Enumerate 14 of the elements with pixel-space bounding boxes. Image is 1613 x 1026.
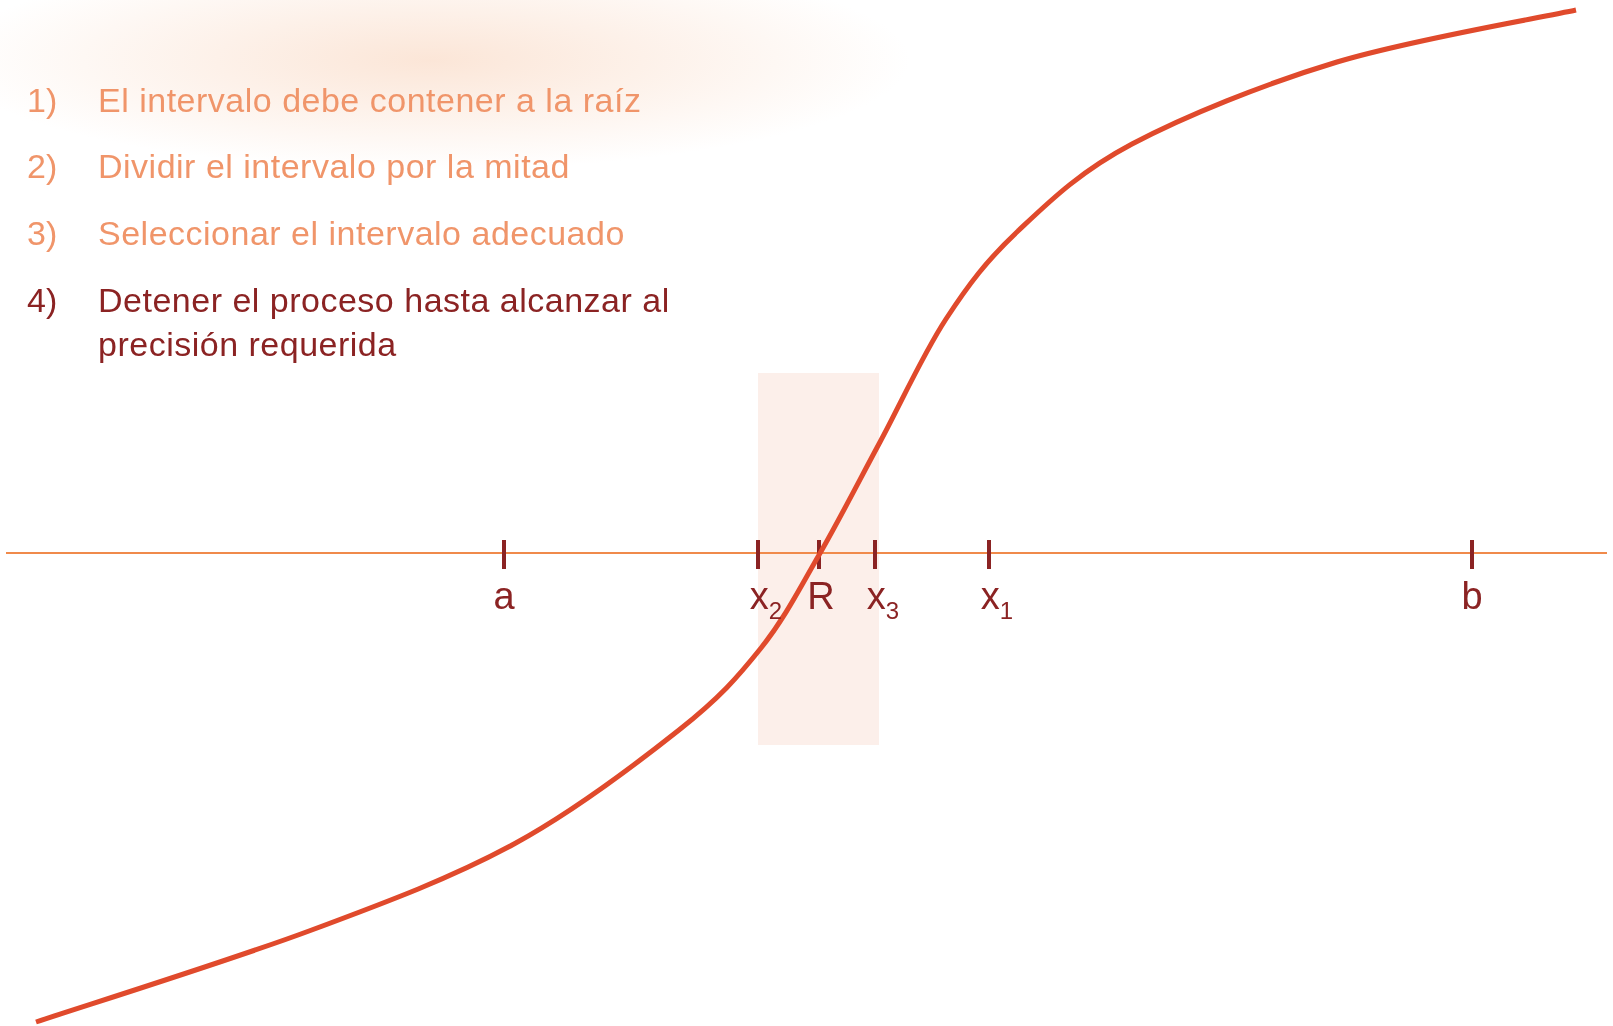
tick-label: x$_{3}$ (866, 574, 900, 618)
step-text: Dividir el intervalo por la mitad (98, 146, 571, 187)
step-text: Detener el proceso hasta alcanzar al precisión requerida (98, 280, 671, 365)
tick-label: a (493, 574, 515, 618)
step-text: El intervalo debe contener a la raíz (98, 80, 643, 121)
tick-label: b (1461, 574, 1483, 618)
step-number: 4) (27, 280, 58, 321)
step-number: 3) (27, 213, 58, 254)
tick-label: R (807, 574, 835, 618)
tick-label: x$_{2}$ (749, 574, 783, 618)
tick-label: x$_{1}$ (980, 574, 1014, 618)
step-number: 1) (27, 80, 58, 121)
step-text: Seleccionar el intervalo adecuado (98, 213, 626, 254)
step-number: 2) (27, 146, 58, 187)
